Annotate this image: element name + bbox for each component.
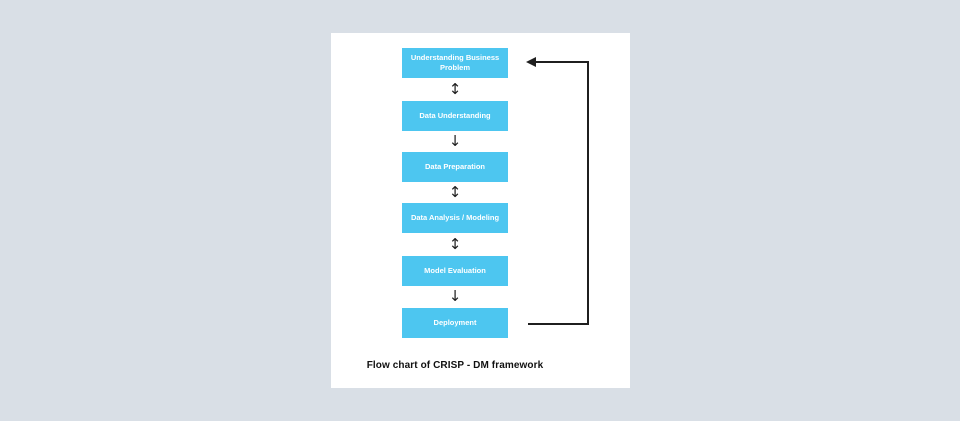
flow-box-model-evaluation: Model Evaluation [402, 256, 508, 286]
bidirectional-arrow-icon: ↕ [448, 183, 462, 201]
loop-line [528, 61, 589, 325]
down-arrow-icon: ↓ [448, 287, 462, 305]
flowchart-caption: Flow chart of CRISP - DM framework [366, 360, 544, 371]
flow-box-understanding-business-problem: Understanding Business Problem [402, 48, 508, 78]
flow-box-deployment: Deployment [402, 308, 508, 338]
flow-box-data-understanding: Data Understanding [402, 101, 508, 131]
flow-box-data-preparation: Data Preparation [402, 152, 508, 182]
deployment-to-start-loop-arrow [526, 57, 589, 325]
bidirectional-arrow-icon: ↕ [448, 235, 462, 253]
bidirectional-arrow-icon: ↕ [448, 80, 462, 98]
down-arrow-icon: ↓ [448, 132, 462, 150]
flow-box-data-analysis-modeling: Data Analysis / Modeling [402, 203, 508, 233]
loop-arrowhead-icon [526, 57, 536, 67]
flowchart-card: Understanding Business Problem ↕ Data Un… [331, 33, 630, 388]
